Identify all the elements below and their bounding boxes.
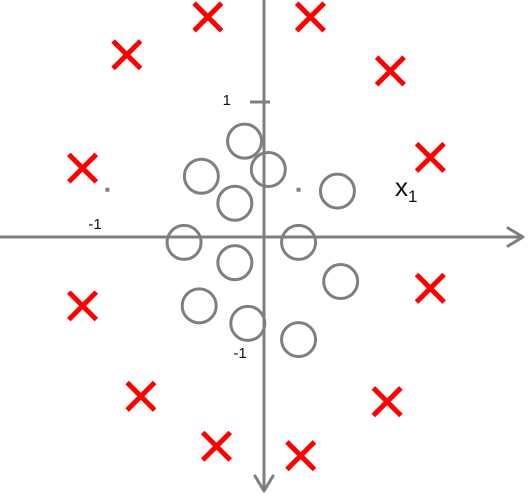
cross-stroke [374, 55, 406, 87]
axis-label-name: x [395, 172, 408, 202]
circle-point [165, 223, 203, 261]
cross-stroke [200, 430, 233, 462]
axis-label-x1: x1 [395, 172, 417, 206]
circle-point [216, 184, 254, 222]
marks [67, 1, 446, 472]
cross-stroke [414, 141, 446, 173]
tick-label-x-neg1: -1 [88, 216, 101, 233]
cross-stroke [125, 380, 157, 412]
cross-point [285, 440, 317, 472]
cross-stroke [414, 272, 446, 304]
tick-label-y-neg1: -1 [233, 345, 246, 362]
cross-point [67, 290, 99, 322]
circle-point [249, 151, 287, 188]
cross-stroke [285, 440, 317, 472]
cross-point [125, 380, 157, 412]
circle-point [280, 321, 318, 359]
x-axis-arrow [506, 226, 525, 248]
circle-point [229, 304, 267, 342]
cross-stroke [192, 1, 224, 33]
tick-mark-small [296, 187, 301, 192]
cross-point [414, 141, 446, 173]
cross-point [192, 1, 224, 33]
cross-point [111, 39, 143, 71]
tick-label-x-1: 1 [223, 92, 231, 109]
circle-point [216, 244, 254, 282]
cross-point [371, 386, 403, 418]
cross-point [67, 152, 99, 184]
circle-point [180, 287, 218, 325]
cross-stroke [294, 1, 326, 33]
circle-point [318, 172, 356, 210]
circle-point [280, 223, 318, 261]
labels: 1 -1 -1 x1 [88, 92, 417, 362]
cross-stroke [371, 386, 403, 418]
cross-point [414, 272, 446, 304]
circle-point [226, 122, 264, 160]
cross-point [374, 55, 406, 87]
circle-point [182, 157, 220, 195]
cross-stroke [111, 39, 143, 71]
cross-point [294, 1, 326, 33]
cross-stroke [67, 290, 99, 322]
tick-mark-neg1 [105, 187, 110, 192]
cross-point [200, 430, 233, 462]
y-axis-arrow [253, 474, 275, 493]
axis-label-subscript: 1 [408, 187, 417, 206]
cross-stroke [67, 152, 99, 184]
circle-point [322, 263, 360, 301]
